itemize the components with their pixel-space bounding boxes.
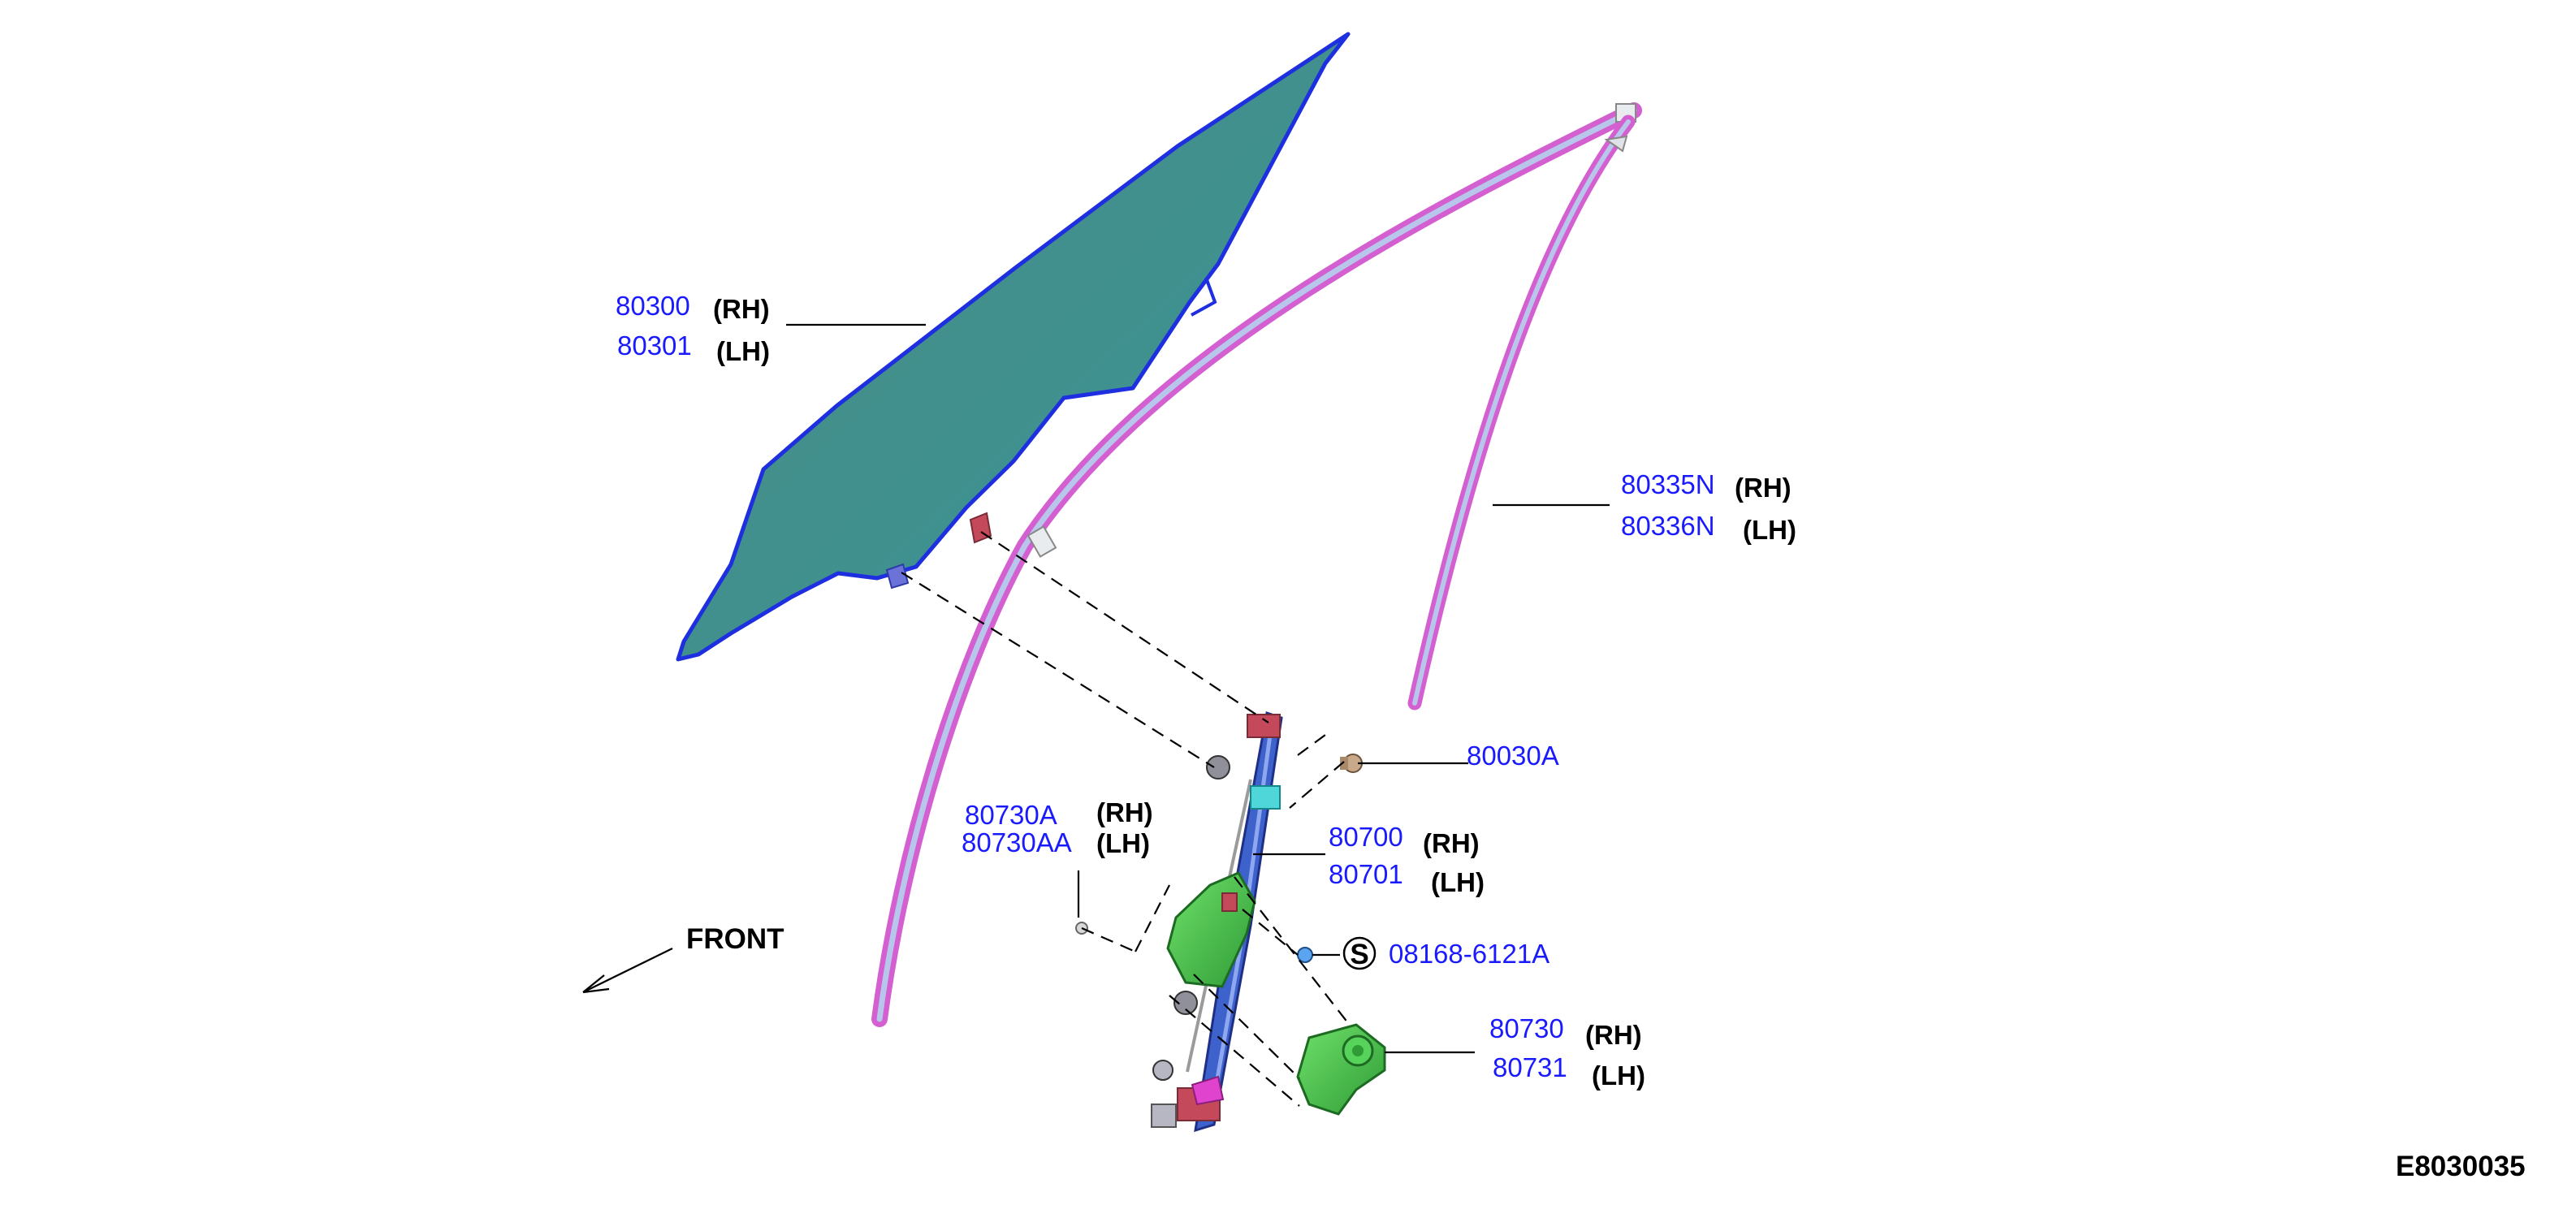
side-lh: (LH) [1592,1060,1645,1091]
label-bolt: 80030A [1467,741,1559,771]
run-channel-rear [1407,114,1636,710]
part-number-rh: 80300 [616,291,690,321]
figure-code: E8030035 [2396,1151,2526,1182]
front-label: FRONT [686,923,784,955]
side-rh: (RH) [1423,828,1480,858]
side-lh: (LH) [1431,867,1485,897]
part-number-rh: 80700 [1329,822,1403,852]
part-number-rh: 80730 [1489,1013,1564,1043]
side-rh: (RH) [1735,473,1792,503]
side-rh: (RH) [713,294,770,324]
regulator-motor [1296,1023,1386,1116]
part-number: 80030A [1467,741,1559,771]
label-screw: S 08168-6121A [1342,936,1549,970]
screw-badge: S [1350,939,1368,970]
part-number: 08168-6121A [1389,939,1549,969]
part-number-lh: 80701 [1329,859,1403,889]
side-lh: (LH) [1096,828,1150,858]
label-cable: 80730A (RH) 80730AA (LH) [962,797,1153,858]
label-channel: 80335N (RH) 80336N (LH) [1621,469,1796,545]
label-glass: 80300 (RH) 80301 (LH) [616,291,770,366]
side-lh: (LH) [716,336,770,366]
part-number-rh: 80335N [1621,469,1715,499]
circled-s-icon [1342,936,1377,970]
front-indicator: FRONT [582,923,784,994]
part-number-lh: 80336N [1621,511,1715,541]
side-rh: (RH) [1585,1020,1642,1050]
label-regulator: 80700 (RH) 80701 (LH) [1329,822,1485,897]
assembly-lines [901,531,1349,1107]
label-motor: 80730 (RH) 80731 (LH) [1489,1013,1645,1091]
leader-lines [786,323,1610,1054]
side-lh: (LH) [1743,515,1796,545]
run-channel-front [871,102,1642,1027]
part-number-lh: 80730AA [962,827,1072,857]
window-regulator [1151,711,1283,1133]
part-number-rh: 80730A [965,800,1057,830]
part-number-lh: 80301 [617,330,692,361]
front-arrow-icon [582,948,673,994]
side-rh: (RH) [1096,797,1153,827]
part-number-lh: 80731 [1493,1052,1567,1082]
